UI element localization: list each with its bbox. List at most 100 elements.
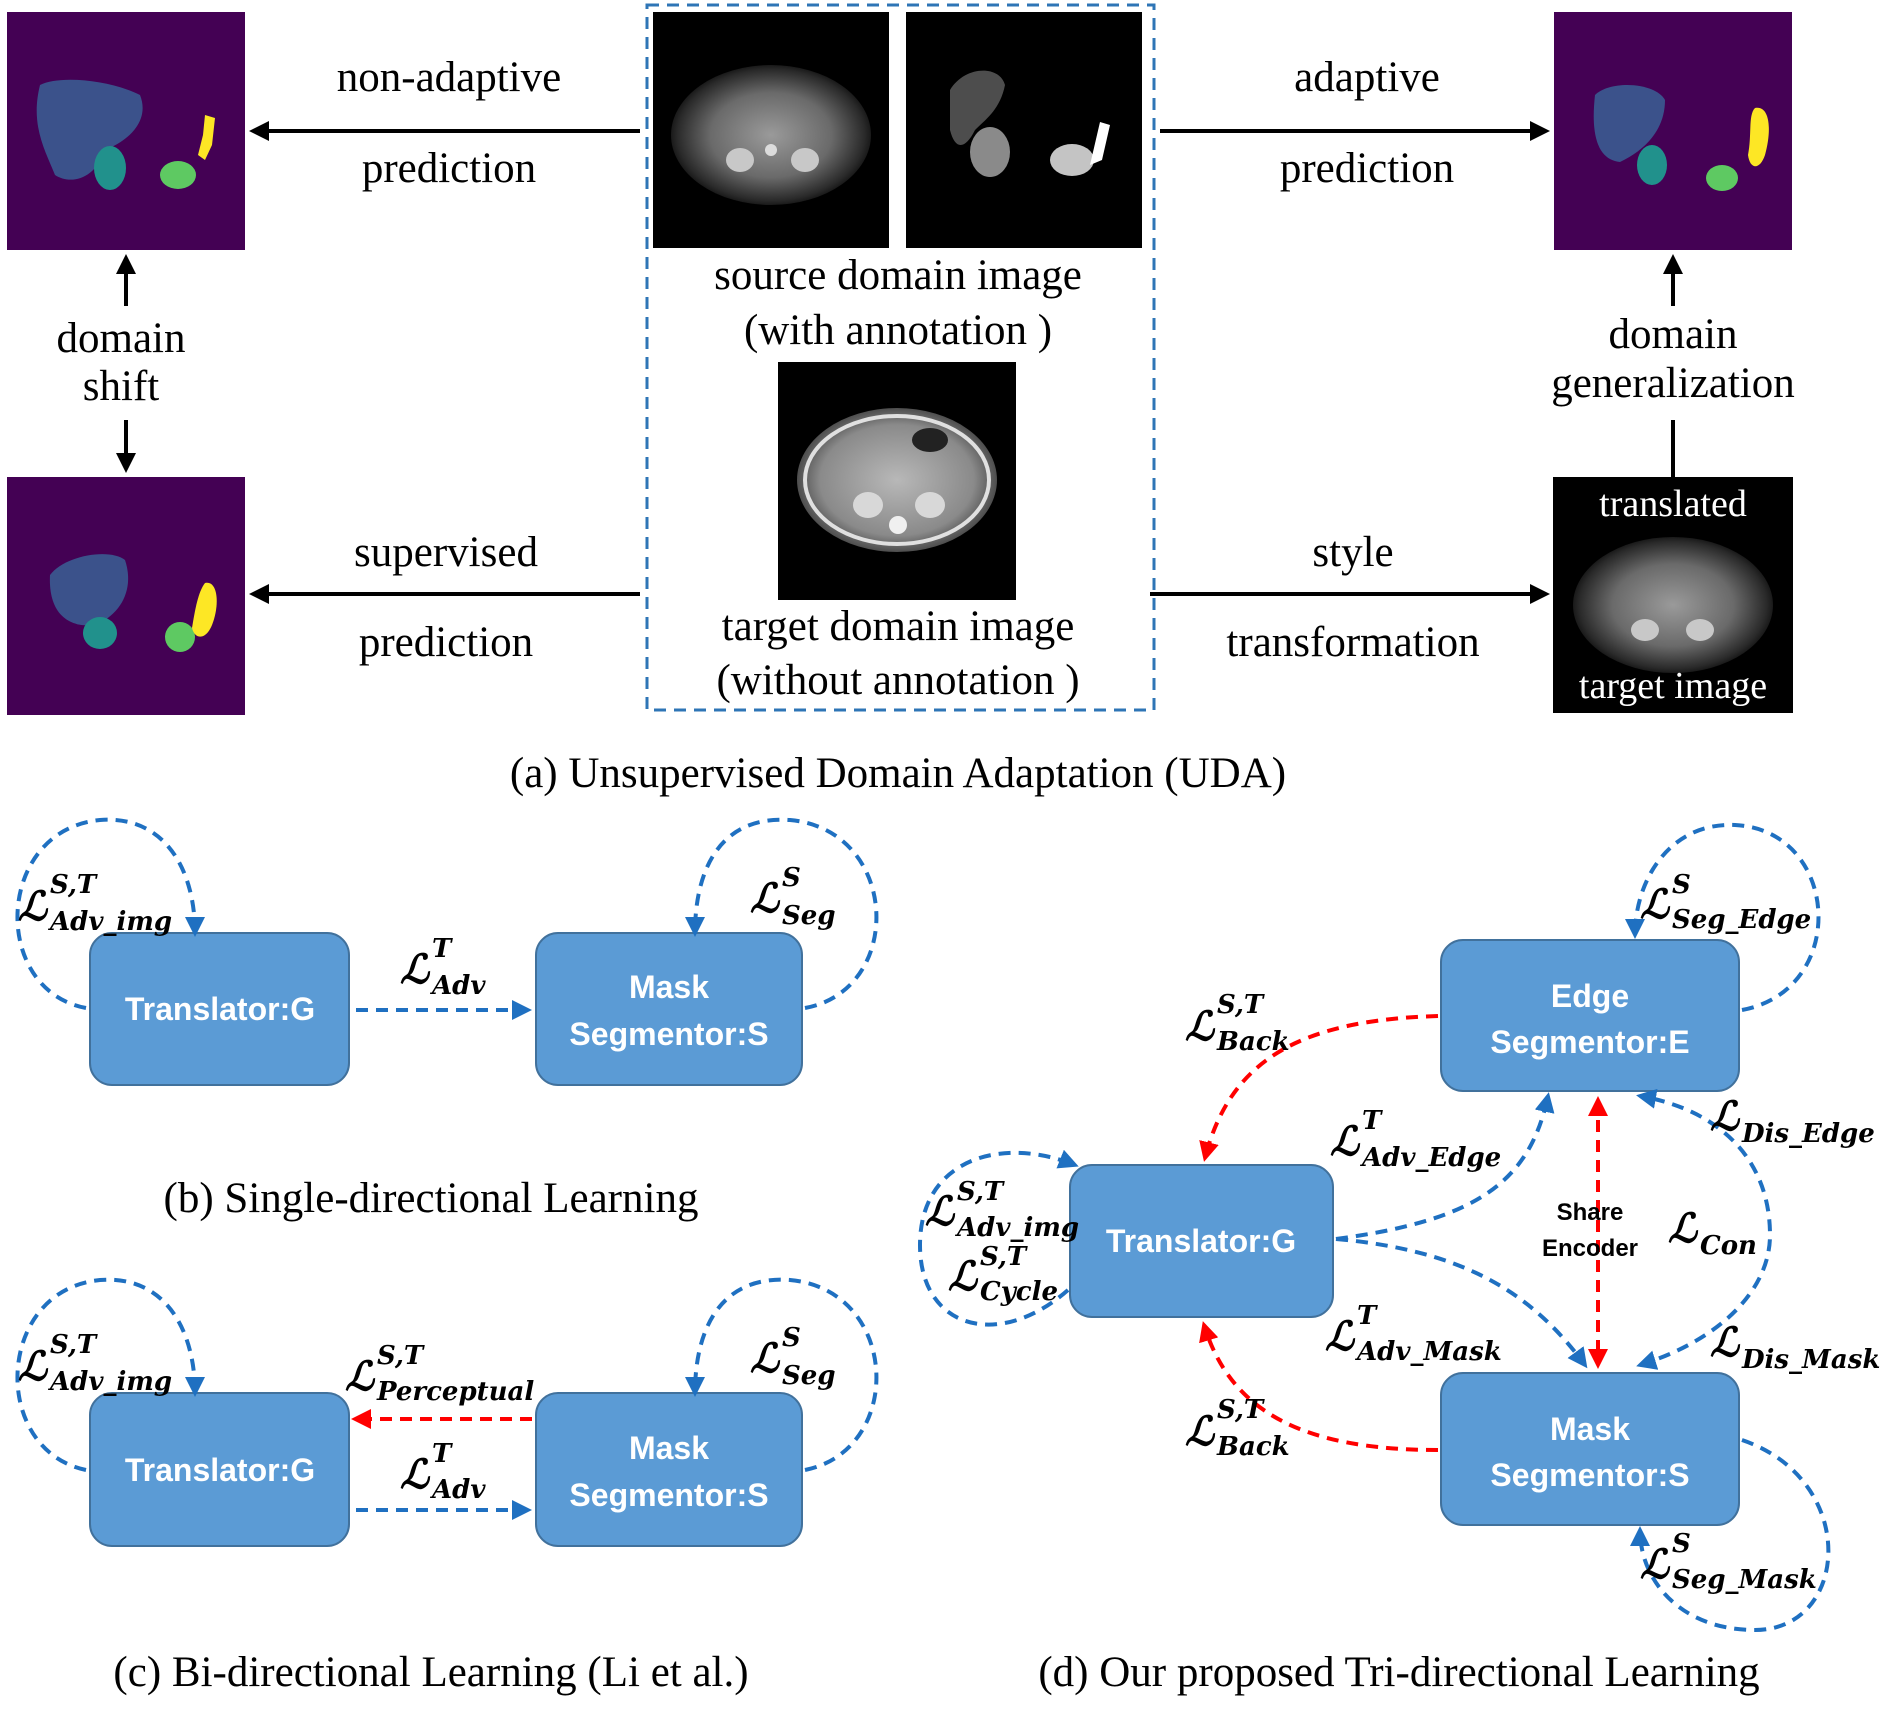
source-mri-image: [653, 12, 889, 248]
svg-text:Back: Back: [1216, 1432, 1290, 1462]
panel-a: translated target image non-adaptive pre…: [7, 3, 1795, 797]
svg-text:S,T: S,T: [980, 1242, 1028, 1272]
panel-c: Translator:G Mask Segmentor:S ℒ S,T Adv_…: [15, 1277, 879, 1696]
loop-translator-d: [917, 1149, 1079, 1327]
style-label-1: style: [1312, 529, 1393, 576]
svg-text:Adv_Mask: Adv_Mask: [1354, 1337, 1502, 1367]
loss-back-bottom-d: ℒ S,T Back: [1185, 1395, 1290, 1462]
generalization-label-2: generalization: [1551, 360, 1795, 407]
adaptive-label-1: adaptive: [1294, 54, 1440, 101]
svg-text:ℒ: ℒ: [948, 1253, 979, 1300]
svg-text:Con: Con: [1700, 1231, 1757, 1261]
svg-text:ℒ: ℒ: [1668, 1205, 1699, 1252]
loss-dis-edge-d: ℒ Dis_Edge: [1710, 1093, 1875, 1149]
loss-seg-edge-d: ℒ S Seg_Edge: [1640, 870, 1811, 935]
svg-text:ℒ: ℒ: [400, 946, 431, 993]
seg-adaptive-image: [1554, 12, 1792, 250]
svg-text:Adv_img: Adv_img: [954, 1213, 1079, 1243]
loss-perceptual-c: ℒ S,T Perceptual: [345, 1341, 534, 1407]
svg-text:S: S: [1672, 1529, 1691, 1559]
loss-adv-img-b: ℒ S,T Adv_img: [18, 870, 172, 937]
loop-mask-d: [1630, 1438, 1831, 1633]
svg-text:ℒ: ℒ: [1325, 1313, 1356, 1360]
target-ct-image: [778, 362, 1016, 600]
svg-text:ℒ: ℒ: [1640, 1541, 1671, 1588]
svg-text:Adv: Adv: [429, 1475, 486, 1505]
data-frame: [645, 3, 1156, 712]
svg-text:Perceptual: Perceptual: [376, 1377, 534, 1407]
loss-cycle-d: ℒ S,T Cycle: [948, 1242, 1058, 1307]
loss-seg-b: ℒ S Seg: [750, 863, 836, 931]
translated-bottom-label: target image: [1579, 665, 1767, 707]
arrow-back-bottom-d: [1199, 1321, 1439, 1452]
edge-box-d: [1440, 939, 1740, 1092]
loss-adv-img-d: ℒ S,T Adv_img: [925, 1177, 1079, 1243]
svg-text:ℒ: ℒ: [400, 1451, 431, 1498]
loss-adv-mask-d: ℒ T Adv_Mask: [1325, 1301, 1502, 1367]
translator-box-b: [89, 932, 350, 1086]
source-caption-2: (with annotation ): [744, 307, 1052, 354]
share-label-2: Encoder: [1542, 1235, 1638, 1262]
svg-text:ℒ: ℒ: [750, 875, 781, 922]
mask-box-b: [535, 932, 803, 1086]
domain-shift-label-2: shift: [83, 363, 160, 410]
arrow-adv-edge-d: [1335, 1092, 1555, 1241]
loss-con-d: ℒ Con: [1668, 1205, 1757, 1261]
translator-label-b: Translator:G: [125, 991, 315, 1027]
svg-text:ℒ: ℒ: [1640, 881, 1671, 928]
svg-text:ℒ: ℒ: [750, 1335, 781, 1382]
loss-adv-c: ℒ T Adv: [400, 1439, 486, 1505]
domain-shift-label-1: domain: [57, 315, 186, 362]
supervised-label-1: supervised: [354, 529, 538, 576]
svg-text:Adv_img: Adv_img: [47, 1367, 172, 1397]
svg-text:Adv_Edge: Adv_Edge: [1359, 1143, 1501, 1173]
arrow-adv-mask-d: [1335, 1237, 1588, 1369]
svg-text:S: S: [782, 1323, 801, 1353]
svg-text:Dis_Mask: Dis_Mask: [1741, 1345, 1880, 1375]
svg-text:ℒ: ℒ: [1185, 1003, 1216, 1050]
arrow-back-top-d: [1199, 1014, 1439, 1162]
panel-d-caption: (d) Our proposed Tri-directional Learnin…: [1038, 1649, 1759, 1696]
svg-text:S,T: S,T: [50, 870, 98, 900]
mask-box-d: [1440, 1372, 1740, 1526]
svg-text:Cycle: Cycle: [980, 1277, 1058, 1307]
svg-text:ℒ: ℒ: [18, 1343, 49, 1390]
svg-text:T: T: [1357, 1301, 1378, 1331]
loss-adv-img-c: ℒ S,T Adv_img: [18, 1330, 172, 1397]
svg-text:S: S: [782, 863, 801, 893]
svg-text:S,T: S,T: [50, 1330, 98, 1360]
svg-text:ℒ: ℒ: [345, 1353, 376, 1400]
mask-label-b-1: Mask: [629, 969, 709, 1005]
mask-label-d-2: Segmentor:S: [1490, 1457, 1689, 1493]
translated-top-label: translated: [1599, 483, 1747, 525]
panel-c-caption: (c) Bi-directional Learning (Li et al.): [113, 1649, 748, 1696]
target-caption-2: (without annotation ): [716, 657, 1079, 704]
source-caption-1: source domain image: [714, 252, 1082, 299]
adaptive-label-2: prediction: [1280, 145, 1454, 192]
svg-text:Back: Back: [1216, 1027, 1290, 1057]
svg-text:ℒ: ℒ: [1710, 1319, 1741, 1366]
translator-box-c: [89, 1392, 350, 1547]
panel-a-caption: (a) Unsupervised Domain Adaptation (UDA): [510, 750, 1286, 797]
mask-label-c-2: Segmentor:S: [569, 1477, 768, 1513]
svg-text:S: S: [1672, 870, 1691, 900]
svg-text:Seg_Edge: Seg_Edge: [1672, 905, 1811, 935]
mask-label-b-2: Segmentor:S: [569, 1016, 768, 1052]
panel-d: Edge Segmentor:E Translator:G Mask Segme…: [917, 822, 1880, 1696]
svg-text:Seg: Seg: [782, 1361, 836, 1391]
mask-box-c: [535, 1392, 803, 1547]
svg-text:T: T: [432, 1439, 453, 1469]
mask-label-d-1: Mask: [1550, 1411, 1630, 1447]
loss-back-top-d: ℒ S,T Back: [1185, 990, 1290, 1057]
svg-text:T: T: [1362, 1106, 1383, 1136]
svg-text:Seg_Mask: Seg_Mask: [1672, 1565, 1817, 1595]
translated-target-image: translated target image: [1553, 477, 1793, 713]
svg-text:S,T: S,T: [1217, 990, 1265, 1020]
supervised-label-2: prediction: [359, 619, 533, 666]
loop-g-c: [15, 1277, 205, 1472]
translator-box-d: [1069, 1164, 1334, 1318]
loss-adv-b: ℒ T Adv: [400, 934, 486, 1001]
loop-g-b: [15, 817, 205, 1010]
style-label-2: transformation: [1226, 619, 1479, 666]
seg-nonadaptive-image: [7, 12, 245, 250]
